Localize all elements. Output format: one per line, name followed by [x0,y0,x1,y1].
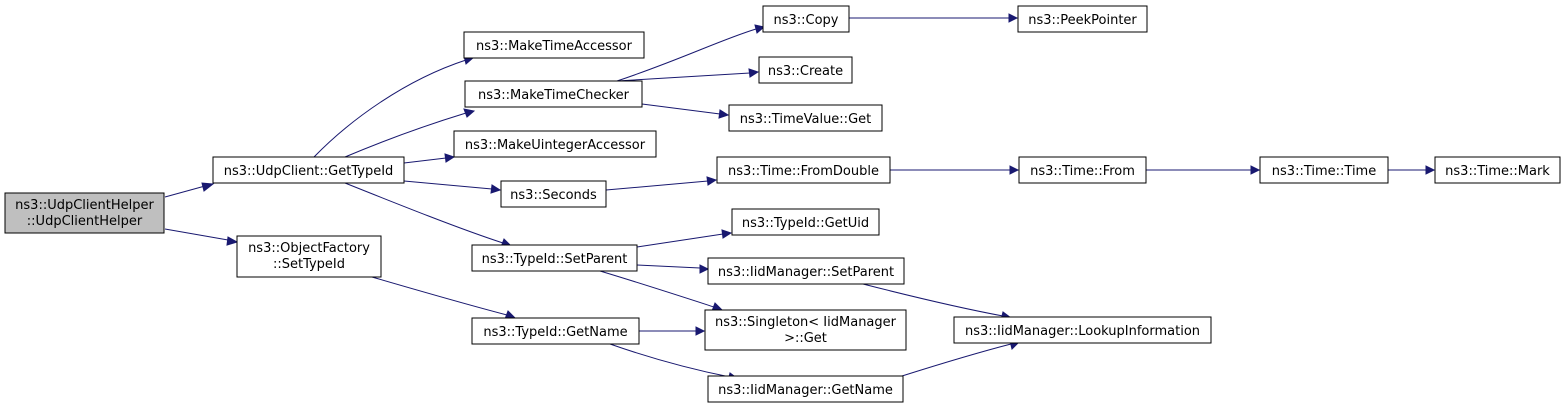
node-label: ns3::Time::Time [1272,164,1376,179]
node-udpclient-gettypeid[interactable]: ns3::UdpClient::GetTypeId [212,156,405,184]
edge-iidgetname-lookup [901,340,1021,377]
node-label: ns3::IidManager::LookupInformation [965,324,1200,339]
edge-fromdouble-from [890,165,1020,175]
node-maketimeaccessor[interactable]: ns3::MakeTimeAccessor [463,31,645,59]
node-label: ns3::IidManager::SetParent [718,265,894,280]
edge-timetime-mark [1388,165,1436,175]
edge-setparent-singleton [599,270,724,312]
node-singleton-iidmanager-get[interactable]: ns3::Singleton< IidManager >::Get [704,309,907,351]
node-label: ns3::Singleton< IidManager [715,315,897,330]
edge-gettypeid-maketimeaccessor [313,55,476,158]
edge-gettypeid-seconds [403,180,502,194]
edge-root-gettypeid [164,182,215,198]
edge-gettypeid-maketimechecker [344,108,476,158]
edge-gettypeid-makeuintaccessor [403,153,456,164]
node-label: ns3::Time::Mark [1445,164,1550,179]
node-label: ::UdpClientHelper [27,214,143,229]
node-create[interactable]: ns3::Create [758,56,853,84]
node-typeid-getname[interactable]: ns3::TypeId::GetName [471,317,640,345]
node-label: ns3::UdpClientHelper [15,198,154,213]
node-label: ::SetTypeId [273,257,345,272]
edge-maketimechecker-timevalueget [641,103,730,119]
node-label: ns3::Time::From [1030,164,1135,179]
node-typeid-getuid[interactable]: ns3::TypeId::GetUid [731,208,880,236]
edge-maketimechecker-copy [616,24,766,82]
node-makeuintegeraccessor[interactable]: ns3::MakeUintegerAccessor [453,130,657,158]
node-time-mark[interactable]: ns3::Time::Mark [1434,156,1561,184]
node-time-fromdouble[interactable]: ns3::Time::FromDouble [716,156,891,184]
node-peekpointer[interactable]: ns3::PeekPointer [1017,5,1148,33]
node-label: ns3::PeekPointer [1028,13,1137,28]
node-iidmanager-getname[interactable]: ns3::IidManager::GetName [707,375,904,403]
node-label: ns3::MakeUintegerAccessor [465,138,646,153]
node-timevalue-get[interactable]: ns3::TimeValue::Get [728,104,883,132]
node-label: ns3::TypeId::GetName [483,325,627,340]
edge-seconds-fromdouble [605,176,718,191]
node-label: ns3::ObjectFactory [248,241,370,256]
node-label: >::Get [784,331,827,346]
node-time-from[interactable]: ns3::Time::From [1018,156,1147,184]
node-label: ns3::Copy [773,13,838,28]
node-seconds[interactable]: ns3::Seconds [500,180,607,208]
node-objectfactory-settypeid[interactable]: ns3::ObjectFactory ::SetTypeId [236,235,382,278]
edges [164,13,1436,382]
node-label: ns3::UdpClient::GetTypeId [224,164,394,179]
node-label: ns3::TypeId::SetParent [482,252,628,267]
node-udpclienthelper-constructor[interactable]: ns3::UdpClientHelper ::UdpClientHelper [4,192,165,234]
edge-setparent-getuid [636,229,733,248]
node-label: ns3::MakeTimeChecker [478,88,630,103]
node-time-time[interactable]: ns3::Time::Time [1259,156,1389,184]
node-iidmanager-setparent[interactable]: ns3::IidManager::SetParent [707,257,905,285]
edge-root-objectfactory [164,228,239,246]
node-label: ns3::Create [768,64,843,79]
node-label: ns3::TimeValue::Get [740,112,872,127]
node-label: ns3::Seconds [510,188,597,203]
edge-copy-peekpointer [849,13,1019,23]
edge-getname-singleton [639,326,706,336]
edge-maketimechecker-create [616,68,760,82]
node-typeid-setparent[interactable]: ns3::TypeId::SetParent [471,244,638,272]
node-copy[interactable]: ns3::Copy [762,5,850,33]
node-label: ns3::TypeId::GetUid [742,216,869,231]
node-label: ns3::Time::FromDouble [728,164,879,179]
edge-objectfactory-getname [371,276,517,320]
node-label: ns3::MakeTimeAccessor [476,39,633,54]
edge-setparent-iidsetparent [636,264,710,274]
edge-from-timetime [1146,165,1261,175]
node-label: ns3::IidManager::GetName [718,383,893,398]
node-iidmanager-lookupinformation[interactable]: ns3::IidManager::LookupInformation [953,316,1212,344]
node-maketimechecker[interactable]: ns3::MakeTimeChecker [464,80,643,108]
nodes: ns3::UdpClientHelper ::UdpClientHelper n… [4,5,1561,403]
